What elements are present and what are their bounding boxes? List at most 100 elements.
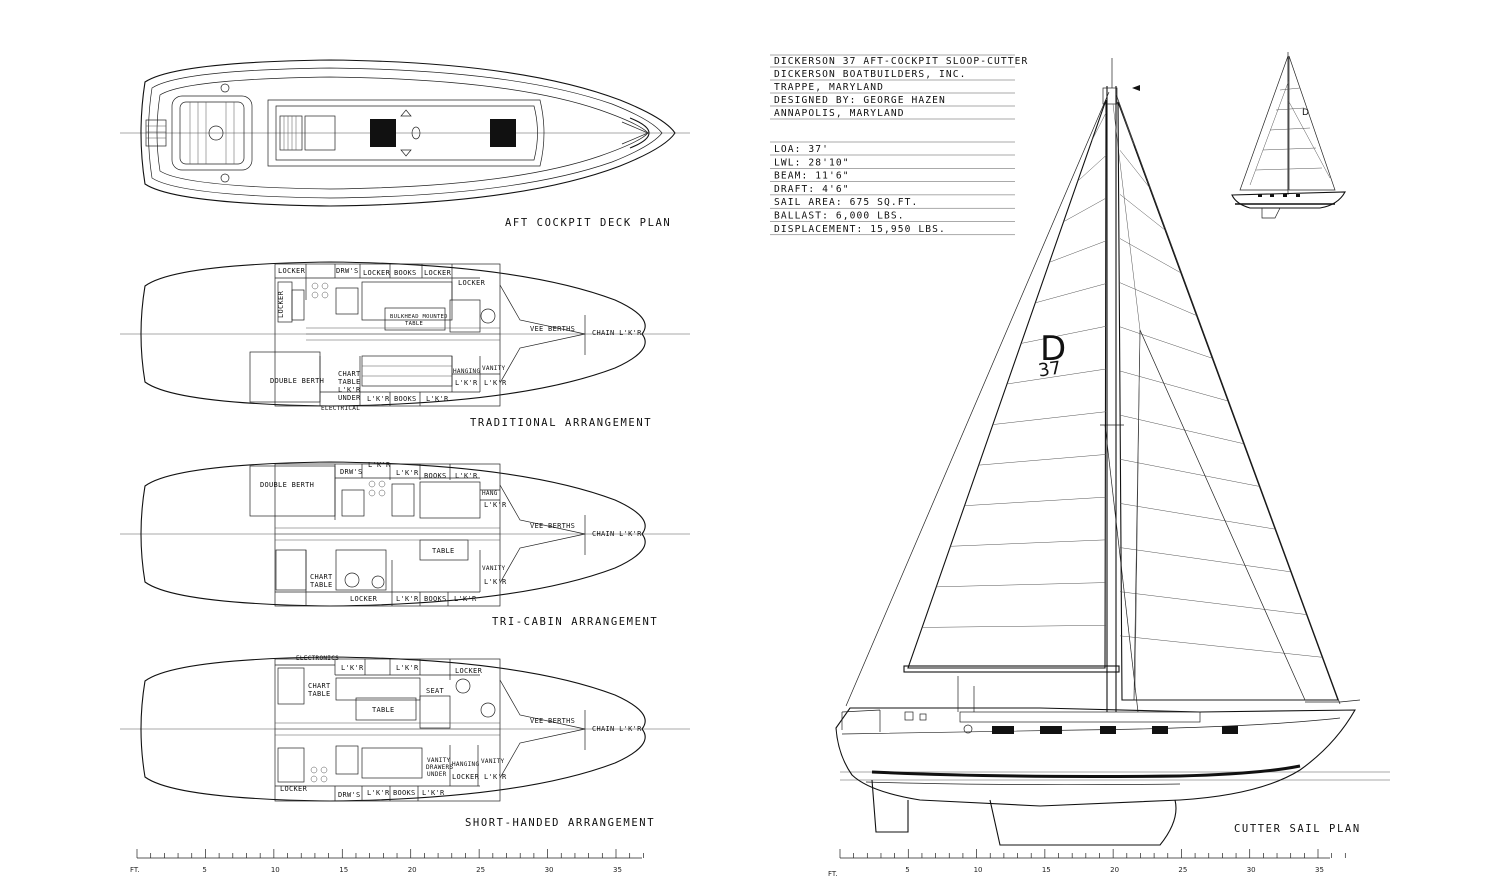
tri-books-2: BOOKS bbox=[424, 595, 447, 603]
scale-label: 20 bbox=[408, 866, 417, 874]
cutter-sail-plan: D 37 CUTTER SAIL PLAN bbox=[835, 58, 1390, 846]
mainsail-seam bbox=[1021, 326, 1107, 344]
tri-table: TABLE bbox=[432, 547, 455, 555]
trad-chart-2: TABLE bbox=[338, 378, 361, 386]
small-profile-view: D bbox=[1231, 52, 1346, 219]
trad-chart-4: UNDER bbox=[338, 394, 361, 402]
trad-vanity: VANITY bbox=[482, 365, 506, 372]
trad-locker-2: LOCKER bbox=[363, 269, 391, 277]
tri-books: BOOKS bbox=[424, 472, 447, 480]
scale-label: 15 bbox=[339, 866, 348, 874]
scale-label: 35 bbox=[1315, 866, 1324, 874]
trad-locker-fwd: LOCKER bbox=[458, 279, 486, 287]
tri-drawers: DRW'S bbox=[340, 468, 363, 476]
mainsail-seam bbox=[978, 454, 1107, 466]
scale-label: 10 bbox=[974, 866, 983, 874]
jib-seam bbox=[1119, 238, 1181, 274]
tri-chart-1: CHART bbox=[310, 573, 333, 581]
tri-lkr-2: L'K'R bbox=[396, 469, 419, 477]
trad-table-label: BULKHEAD MOUNTED bbox=[390, 314, 448, 320]
scale-label: 25 bbox=[1178, 866, 1187, 874]
scale-label: 30 bbox=[545, 866, 554, 874]
sail-logo-number: 37 bbox=[1037, 358, 1063, 382]
trad-lkr-d: L'K'R bbox=[426, 395, 449, 403]
trad-locker-3: LOCKER bbox=[424, 269, 452, 277]
trad-electrical: ELECTRICAL bbox=[321, 405, 360, 412]
right-scale-unit: FT. bbox=[828, 870, 838, 878]
sh-locker-2: LOCKER bbox=[280, 785, 308, 793]
tri-lkr-6: L'K'R bbox=[396, 595, 419, 603]
jib-seam bbox=[1119, 150, 1150, 188]
scale-label: 25 bbox=[476, 866, 485, 874]
scale-label: 35 bbox=[613, 866, 622, 874]
trad-lkr-a: L'K'R bbox=[455, 379, 478, 387]
tri-hang: HANG bbox=[482, 490, 498, 497]
scale-label: 10 bbox=[271, 866, 280, 874]
jib-seam bbox=[1119, 370, 1229, 402]
sh-vanity-2: VANITY bbox=[481, 758, 505, 765]
trad-chart-1: CHART bbox=[338, 370, 361, 378]
tri-double-berth: DOUBLE BERTH bbox=[260, 481, 314, 489]
mainsail-seam bbox=[1049, 240, 1107, 263]
title-line-4: DESIGNED BY: GEORGE HAZEN bbox=[774, 95, 946, 106]
mainsail-seam bbox=[1077, 155, 1107, 182]
sh-lkr-3: L'K'R bbox=[484, 773, 507, 781]
sh-under: UNDER bbox=[427, 771, 447, 778]
trad-lkr-c: L'K'R bbox=[367, 395, 390, 403]
spec-line-5: SAIL AREA: 675 SQ.FT. bbox=[774, 197, 918, 208]
trad-vee-berths: VEE BERTHS bbox=[530, 325, 575, 333]
spec-line-1: LOA: 37' bbox=[774, 144, 829, 155]
jib-seam bbox=[1119, 282, 1197, 316]
trad-books: BOOKS bbox=[394, 269, 417, 277]
trad-table-label-2: TABLE bbox=[405, 321, 423, 327]
tri-lkr-5: L'K'R bbox=[484, 578, 507, 586]
mainsail-seam bbox=[992, 411, 1107, 425]
mainsail-seam bbox=[936, 582, 1107, 588]
jib-seam bbox=[1119, 591, 1307, 615]
tricabin-arrangement: DRW'S L'K'R L'K'R BOOKS L'K'R DOUBLE BER… bbox=[120, 461, 690, 628]
tri-lkr-3: L'K'R bbox=[455, 472, 478, 480]
mainsail-seam bbox=[964, 496, 1107, 506]
title-block: DICKERSON 37 AFT-COCKPIT SLOOP-CUTTERDIC… bbox=[770, 54, 1027, 236]
tri-chart-2: TABLE bbox=[310, 581, 333, 589]
tricabin-caption: TRI-CABIN ARRANGEMENT bbox=[492, 616, 658, 628]
sh-drawers-1: DRAWERS bbox=[426, 764, 453, 771]
tri-locker: LOCKER bbox=[350, 595, 378, 603]
sh-lkr-2: L'K'R bbox=[396, 664, 419, 672]
trad-double-berth: DOUBLE BERTH bbox=[270, 377, 324, 385]
scale-label: 30 bbox=[1247, 866, 1256, 874]
spec-line-7: DISPLACEMENT: 15,950 LBS. bbox=[774, 224, 946, 235]
sh-chain-locker: CHAIN L'K'R bbox=[592, 725, 642, 733]
scale-label: 20 bbox=[1110, 866, 1119, 874]
scale-label: 5 bbox=[202, 866, 206, 874]
trad-locker-vertical: LOCKER bbox=[277, 290, 285, 318]
trad-chart-3: L'K'R bbox=[338, 386, 361, 394]
tri-lkr-7: L'K'R bbox=[454, 595, 477, 603]
sh-lkr-4: L'K'R bbox=[367, 789, 390, 797]
spec-line-4: DRAFT: 4'6" bbox=[774, 184, 850, 195]
spec-line-2: LWL: 28'10" bbox=[774, 157, 850, 168]
shorthanded-arrangement: ELECTRONICS L'K'R L'K'R LOCKER CHART TAB… bbox=[120, 655, 690, 829]
trad-lkr-b: L'K'R bbox=[484, 379, 507, 387]
jib-seam bbox=[1119, 547, 1291, 573]
sail-logo-letter: D bbox=[1040, 329, 1066, 369]
scale-label: 5 bbox=[905, 866, 909, 874]
mainsail-seam bbox=[1006, 368, 1107, 385]
small-sail-logo: D bbox=[1302, 108, 1309, 118]
trad-chain-locker: CHAIN L'K'R bbox=[592, 329, 642, 337]
jib-seam bbox=[1119, 326, 1213, 359]
left-scale-unit: FT. bbox=[130, 866, 140, 874]
title-line-3: TRAPPE, MARYLAND bbox=[774, 82, 884, 93]
spec-line-3: BEAM: 11'6" bbox=[774, 171, 850, 182]
sh-vee-berths: VEE BERTHS bbox=[530, 717, 575, 725]
tri-lkr-4: L'K'R bbox=[484, 501, 507, 509]
mainsail-seam bbox=[1063, 197, 1107, 222]
jib-seam bbox=[1119, 459, 1260, 487]
left-scale: FT. 5 10 15 20 25 30 35 bbox=[130, 849, 644, 874]
sh-drawers-2: DRW'S bbox=[338, 791, 361, 799]
sh-books: BOOKS bbox=[393, 789, 416, 797]
mainsail-seam bbox=[1035, 283, 1107, 304]
sh-chart-2: TABLE bbox=[308, 690, 331, 698]
